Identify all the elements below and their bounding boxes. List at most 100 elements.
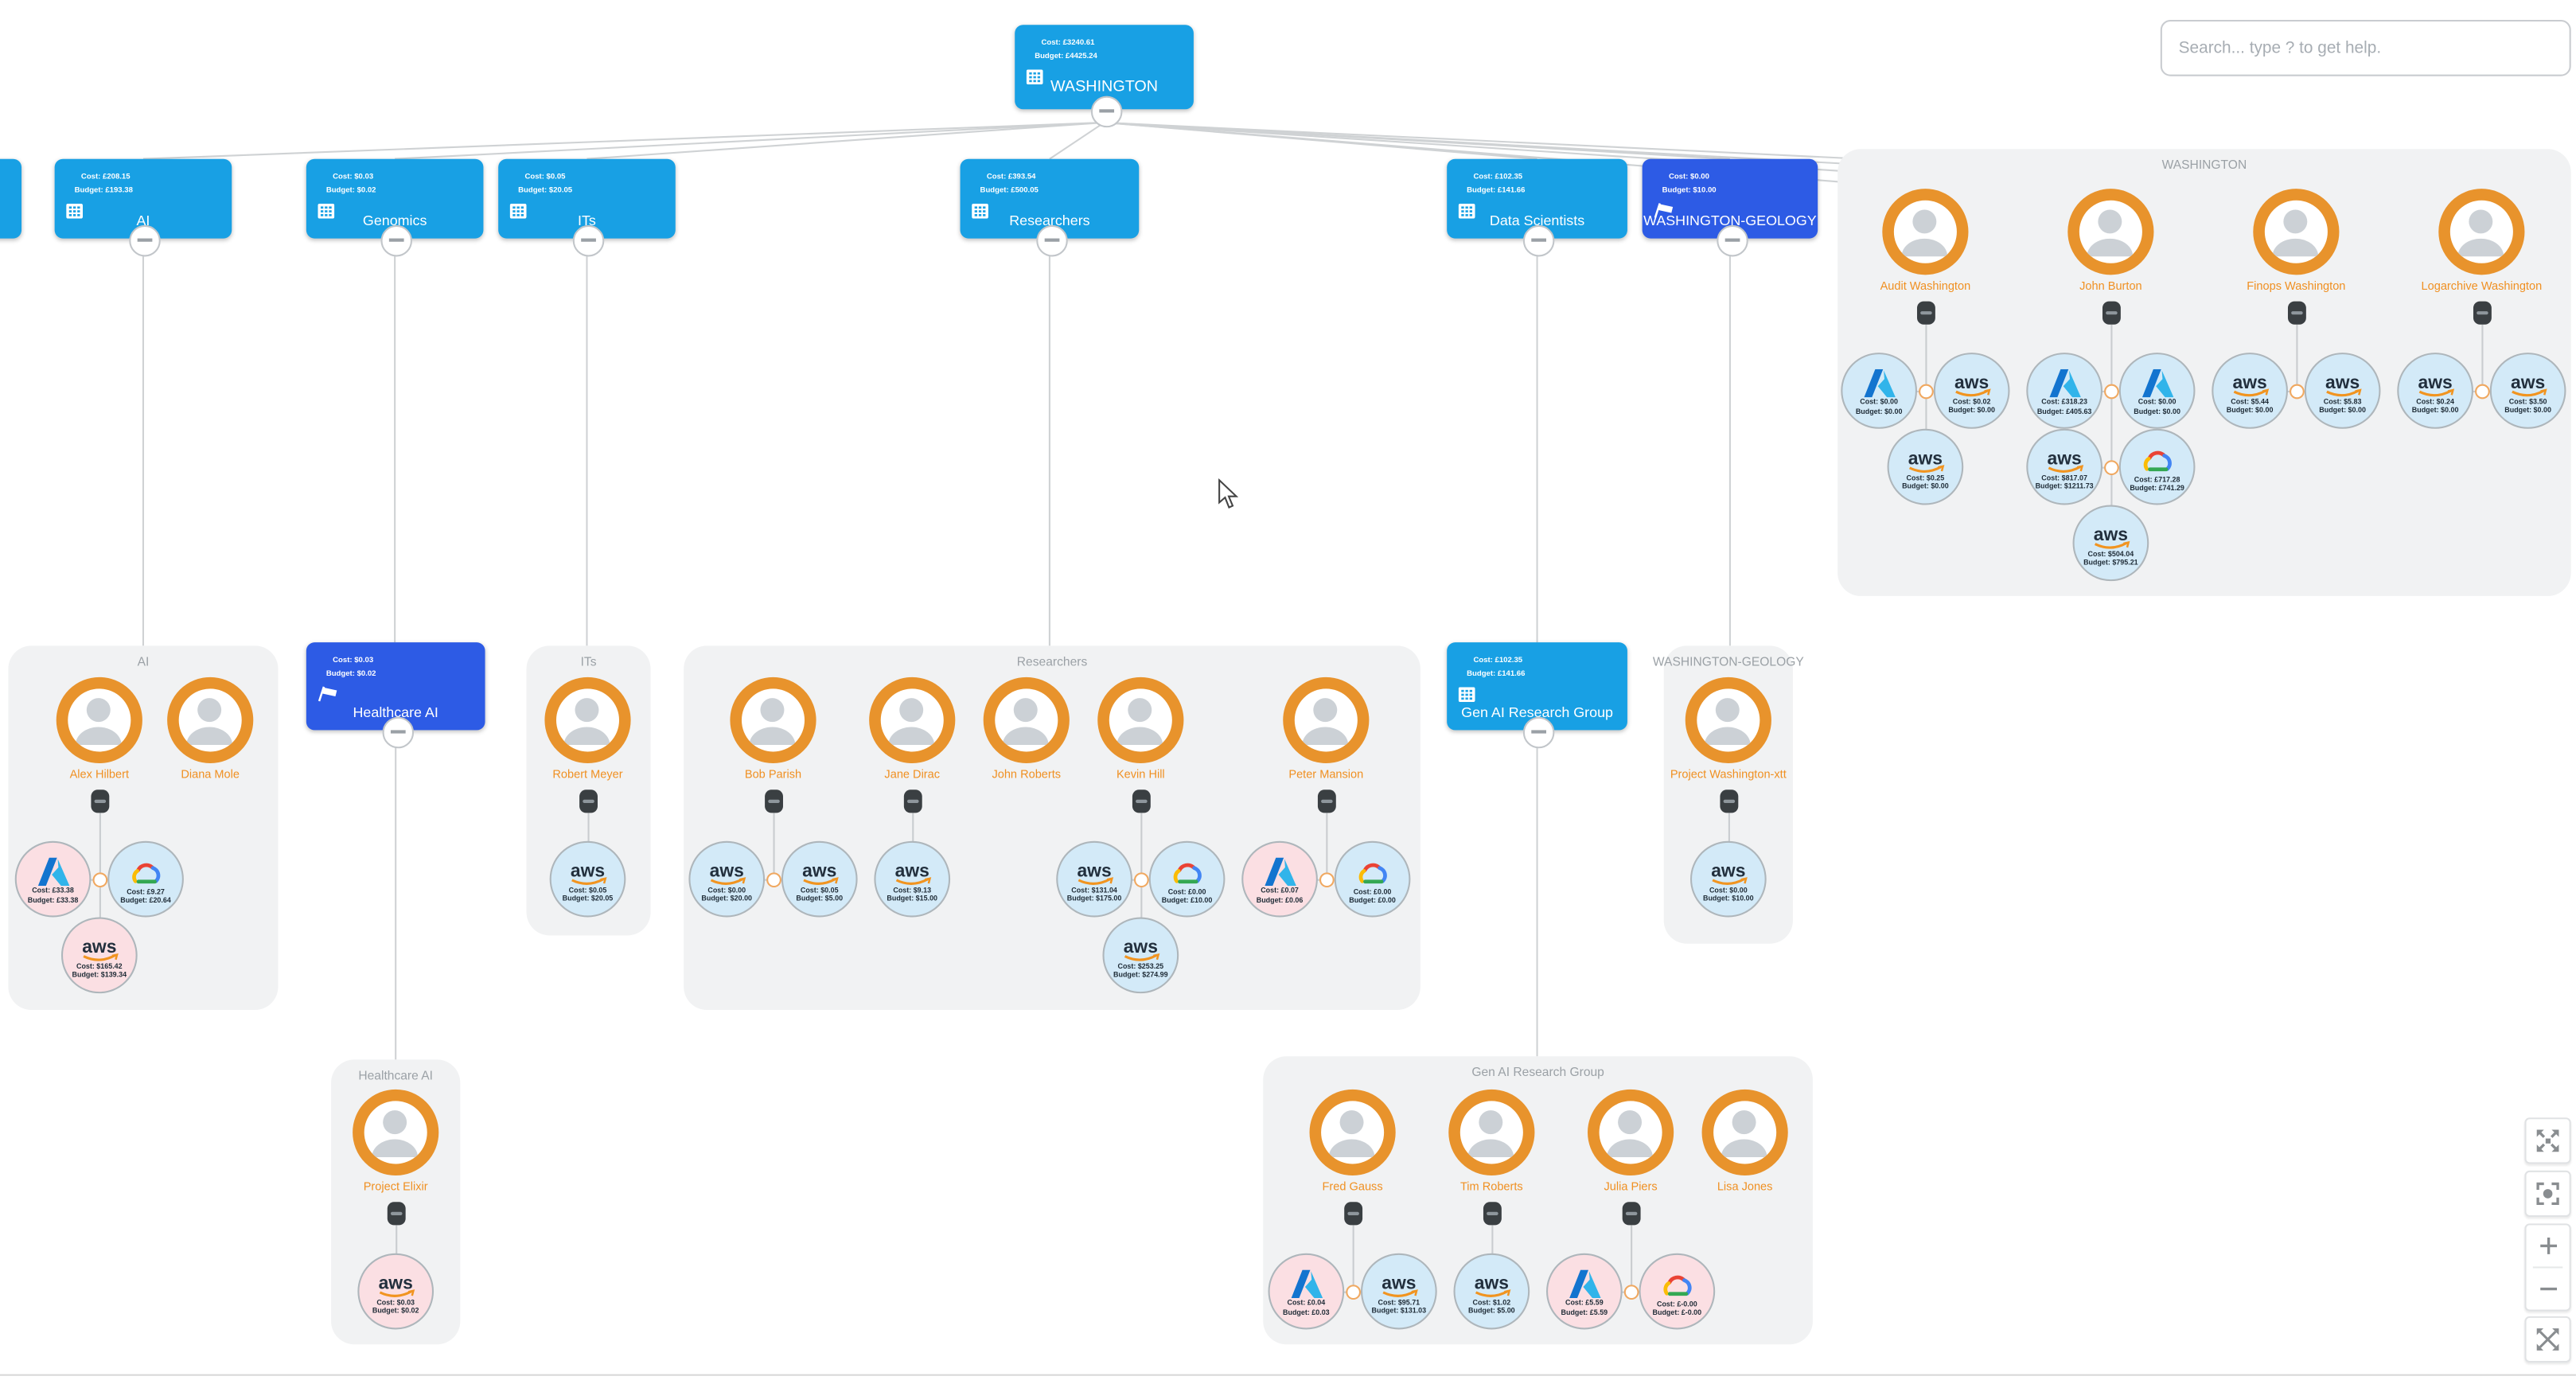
collapse-button-washington-geology[interactable]	[1716, 224, 1748, 256]
collapse-handle[interactable]	[1915, 301, 1935, 325]
aws-logo: aws	[2094, 523, 2130, 548]
cloud-budget: Budget: £0.00	[1349, 895, 1396, 904]
avatar[interactable]	[983, 676, 1070, 764]
avatar[interactable]	[1097, 676, 1184, 764]
collapse-handle[interactable]	[1131, 789, 1150, 813]
collapse-button-researchers[interactable]	[1035, 224, 1067, 256]
cloud-cost: Cost: $0.03	[376, 1297, 415, 1306]
zoom-in-button[interactable]	[2527, 1225, 2570, 1266]
avatar[interactable]	[353, 1089, 439, 1176]
junction-dot	[2103, 459, 2118, 475]
cloud-cost: Cost: £0.07	[1261, 886, 1299, 895]
node-title: Data Scientists	[1489, 212, 1585, 229]
avatar[interactable]	[2438, 189, 2525, 275]
avatar[interactable]	[869, 676, 956, 764]
collapse-handle[interactable]	[2472, 301, 2491, 325]
collapse-button-genomics[interactable]	[380, 224, 412, 256]
collapse-handle[interactable]	[1316, 789, 1335, 813]
avatar[interactable]	[1448, 1089, 1535, 1176]
avatar[interactable]	[2253, 189, 2340, 275]
collapse-button-data-scientists[interactable]	[1522, 224, 1555, 256]
avatar[interactable]	[1309, 1089, 1396, 1176]
avatar[interactable]	[1588, 1089, 1674, 1176]
avatar[interactable]	[1283, 676, 1370, 764]
avatar[interactable]	[2067, 189, 2154, 275]
center-view-button[interactable]	[2524, 1170, 2571, 1218]
collapse-handle[interactable]	[1719, 789, 1738, 813]
cloud-budget: Budget: $0.02	[372, 1306, 419, 1315]
search-input[interactable]	[2160, 19, 2571, 76]
connector-line	[587, 121, 1105, 160]
group-title: ITs	[580, 653, 597, 669]
collapse-handle[interactable]	[902, 789, 922, 813]
org-node-partial[interactable]	[0, 158, 22, 239]
avatar[interactable]	[167, 676, 254, 764]
cloud-budget: Budget: $15.00	[887, 894, 938, 903]
avatar[interactable]	[1882, 189, 1969, 275]
junction-dot	[1918, 383, 1933, 399]
avatar[interactable]	[1701, 1089, 1788, 1176]
collapse-button-washington[interactable]	[1089, 95, 1122, 127]
avatar[interactable]	[56, 676, 142, 764]
expand-all-button[interactable]	[2524, 1117, 2571, 1164]
collapse-button-healthcare-ai[interactable]	[381, 715, 414, 748]
collapse-handle[interactable]	[90, 789, 109, 813]
zoom-out-button[interactable]	[2527, 1269, 2570, 1310]
cloud-budget: Budget: $5.00	[796, 894, 844, 903]
collapse-handle[interactable]	[386, 1202, 405, 1226]
collapse-handle[interactable]	[764, 789, 782, 813]
collapse-handle[interactable]	[1482, 1202, 1501, 1226]
avatar[interactable]	[1685, 676, 1771, 764]
cloud-cost: Cost: $1.02	[1472, 1297, 1511, 1306]
avatar[interactable]	[544, 676, 631, 764]
collapse-button-its[interactable]	[572, 224, 605, 256]
fullscreen-button[interactable]	[2524, 1316, 2571, 1363]
connector-line	[1325, 813, 1327, 879]
collapse-handle[interactable]	[2101, 301, 2120, 325]
collapse-handle[interactable]	[1621, 1202, 1640, 1226]
collapse-button-ai[interactable]	[129, 224, 161, 256]
collapse-handle[interactable]	[579, 789, 597, 813]
canvas-bottom-border	[0, 1374, 2576, 1376]
collapse-handle[interactable]	[1343, 1202, 1362, 1226]
avatar[interactable]	[730, 676, 816, 764]
collapse-button-gen-ai-box[interactable]	[1522, 715, 1555, 748]
collapse-handle[interactable]	[2286, 301, 2305, 325]
